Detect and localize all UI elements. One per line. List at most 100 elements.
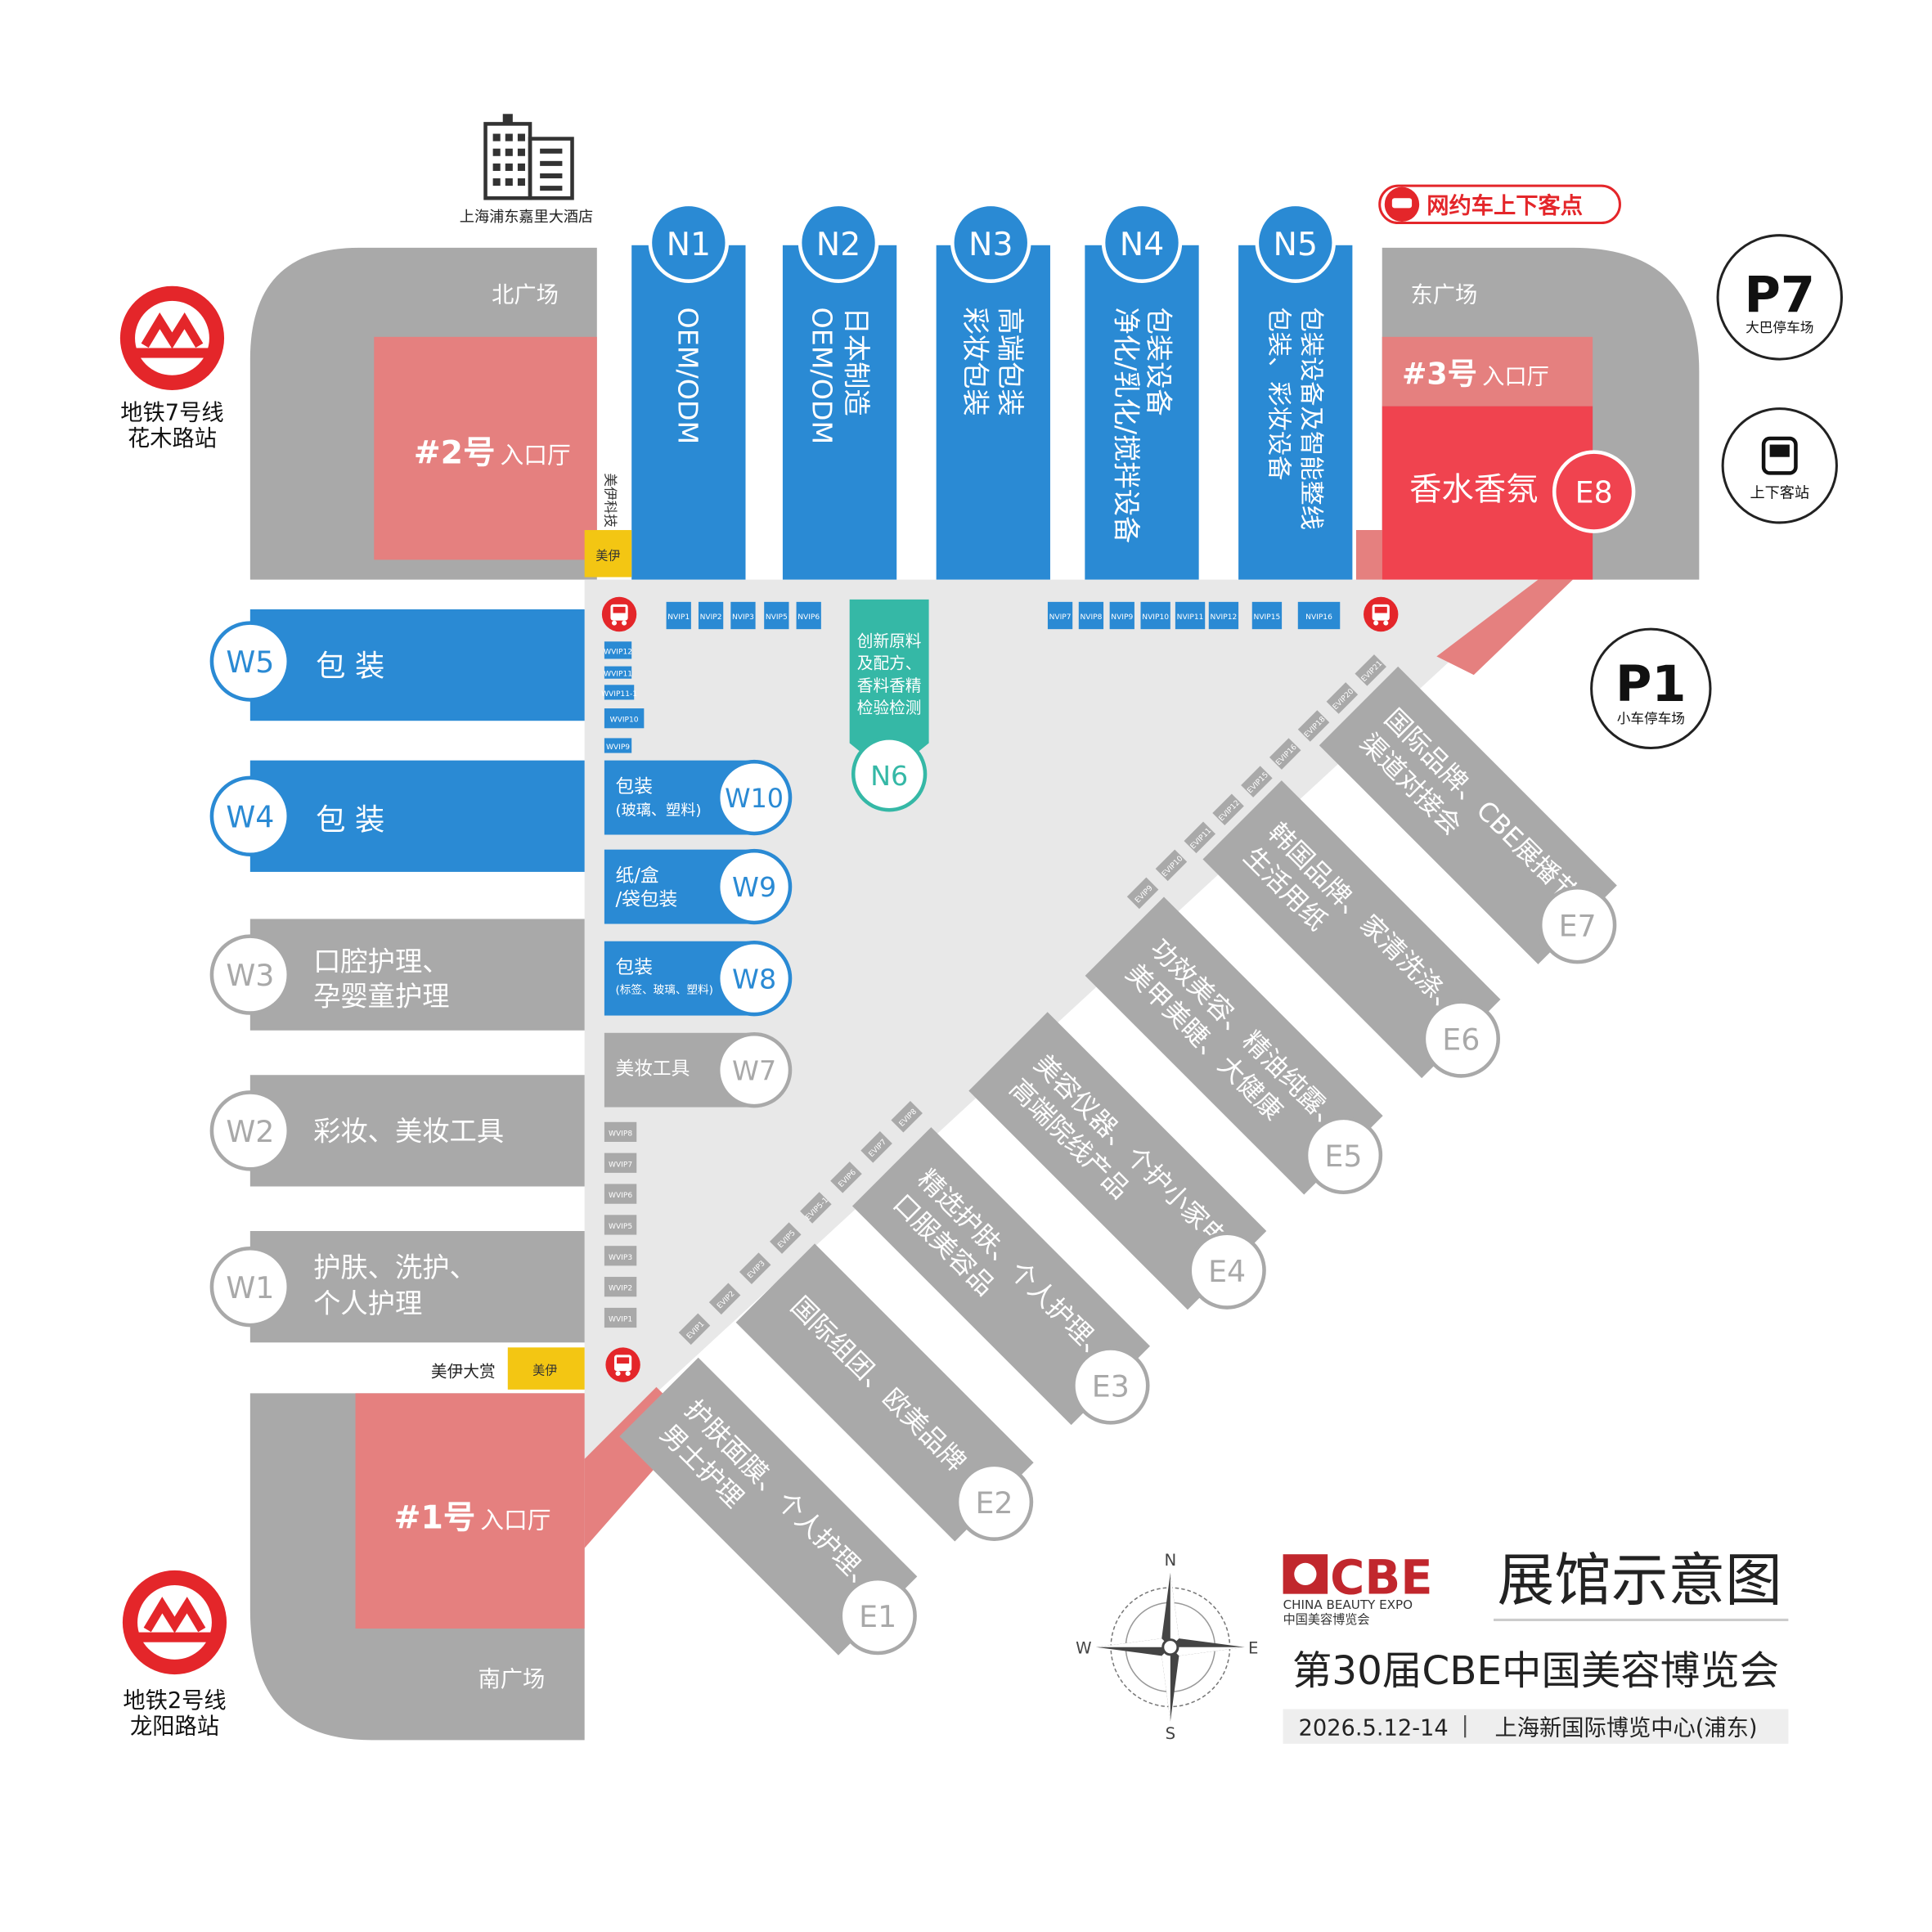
- metro-logo-icon: [122, 1570, 227, 1675]
- vip-room[interactable]: WVIP7: [604, 1152, 637, 1173]
- n4-badge: [1101, 202, 1183, 283]
- vip-room[interactable]: NVIP7: [1047, 601, 1073, 630]
- vip-room[interactable]: NVIP8: [1078, 601, 1104, 630]
- e8-badge: [1552, 450, 1636, 533]
- entrance-3: [1382, 336, 1593, 407]
- parking-p7[interactable]: P7 大巴停车场: [1716, 234, 1843, 361]
- vip-room[interactable]: NVIP2: [698, 601, 724, 630]
- w1-id: W1: [226, 1270, 274, 1305]
- metro7-station: 花木路站: [128, 426, 217, 452]
- hall-body: [1085, 896, 1383, 1195]
- hall-w1[interactable]: [249, 1231, 585, 1343]
- map-title: 展馆示意图: [1498, 1548, 1782, 1614]
- vip-room[interactable]: NVIP11: [1175, 601, 1206, 630]
- w3-badge: [209, 934, 291, 1015]
- parking-p1[interactable]: P1 小车停车场: [1590, 627, 1712, 750]
- vip-room[interactable]: NVIP3: [730, 601, 756, 630]
- hall-w2[interactable]: [249, 1075, 585, 1187]
- w9-sub: /袋包装: [616, 889, 678, 910]
- vip-label: WVIP5: [609, 1223, 632, 1231]
- w3-line2: 孕婴童护理: [313, 980, 449, 1012]
- vip-room[interactable]: WVIP11-1: [601, 685, 637, 700]
- hall-w5[interactable]: [249, 609, 585, 721]
- vip-room[interactable]: WVIP6: [604, 1184, 637, 1204]
- vip-room[interactable]: NVIP10: [1140, 601, 1170, 630]
- cbe-logo-text: CBE: [1330, 1551, 1432, 1606]
- hall-n1[interactable]: [631, 245, 746, 580]
- hall-w4[interactable]: [249, 760, 585, 872]
- vip-room[interactable]: NVIP12: [1208, 601, 1239, 630]
- n3-line2: 彩妆包装: [959, 307, 991, 416]
- vip-label: WVIP2: [609, 1285, 632, 1293]
- north-plaza-label: 北广场: [492, 282, 559, 308]
- entrance-1-num: #1号入口厅: [393, 1498, 550, 1536]
- vip-room[interactable]: NVIP16: [1297, 601, 1341, 630]
- vip-label: WVIP6: [609, 1192, 632, 1200]
- w2-name: 彩妆、美妆工具: [313, 1115, 504, 1147]
- vip-label: WVIP11-1: [601, 690, 637, 699]
- w1-line2: 个人护理: [313, 1287, 422, 1319]
- w7-id: W7: [732, 1054, 776, 1086]
- vip-room[interactable]: WVIP11: [604, 666, 632, 679]
- vip-room[interactable]: NVIP9: [1109, 601, 1134, 630]
- vip-room[interactable]: WVIP2: [604, 1277, 637, 1297]
- vip-room[interactable]: WVIP9: [604, 738, 632, 753]
- entrance-2: [374, 336, 597, 560]
- w9-badge: [716, 848, 793, 925]
- hall-n3[interactable]: [936, 245, 1050, 580]
- n6-badge: [851, 736, 928, 812]
- w4-name: 包 装: [316, 802, 384, 837]
- train-icon: [1761, 436, 1798, 475]
- vip-label: WVIP1: [609, 1316, 632, 1324]
- vip-room[interactable]: NVIP6: [796, 601, 821, 630]
- e2-badge: [955, 1462, 1034, 1541]
- n5-line2: 包装、彩妆设备: [1264, 307, 1292, 480]
- vip-room[interactable]: NVIP5: [764, 601, 789, 630]
- vip-room[interactable]: WVIP8: [604, 1121, 637, 1143]
- p1-label: 小车停车场: [1617, 711, 1685, 726]
- inner-halls: W10 W9 W8 W7 包装 (玻璃、塑料) 纸/盒 /袋包装 包装 (标签、…: [604, 759, 793, 1108]
- vip-room[interactable]: NVIP15: [1251, 601, 1283, 630]
- hall-n6[interactable]: N6 创新原料 及配方、 香料香精 检验检测: [849, 599, 929, 812]
- e8-id: E8: [1575, 475, 1613, 510]
- bus-stop-icon[interactable]: [605, 1347, 640, 1382]
- vip-room[interactable]: WVIP12: [604, 641, 632, 659]
- bus-station-label: 上下客站: [1750, 485, 1809, 502]
- hall-body: [851, 1127, 1150, 1426]
- vip-label: NVIP6: [798, 613, 820, 622]
- vip-room[interactable]: WVIP1: [604, 1307, 637, 1328]
- vip-room[interactable]: WVIP10: [604, 708, 645, 729]
- w10-badge: [716, 759, 793, 836]
- metro2-station: 龙阳路站: [130, 1714, 219, 1740]
- hall-body: [1202, 780, 1501, 1079]
- compass-icon: [1095, 1572, 1245, 1722]
- vip-label: NVIP1: [667, 613, 690, 622]
- vip-label: WVIP8: [609, 1130, 632, 1138]
- hall-n5[interactable]: [1238, 245, 1353, 580]
- e7-id: E7: [1559, 908, 1597, 943]
- rideshare-label: 网约车上下客点: [1427, 192, 1583, 218]
- bus-stop-icon[interactable]: [601, 596, 637, 632]
- hall-n4[interactable]: [1085, 245, 1199, 580]
- vip-label: NVIP16: [1305, 613, 1332, 622]
- n1-badge: [648, 202, 730, 283]
- hall-n2[interactable]: [782, 245, 897, 580]
- w8-sub: (标签、玻璃、塑料): [616, 982, 714, 996]
- event-dates: 2026.5.12-14: [1299, 1715, 1449, 1741]
- hall-body: [735, 1243, 1034, 1542]
- vip-room[interactable]: WVIP3: [604, 1246, 637, 1266]
- vip-label: WVIP7: [609, 1161, 632, 1169]
- rideshare-pickup[interactable]: 网约车上下客点: [1378, 184, 1621, 225]
- vip-room[interactable]: EVIP6: [830, 1161, 862, 1193]
- vip-room[interactable]: NVIP1: [666, 601, 691, 630]
- e5-id: E5: [1324, 1139, 1362, 1174]
- bus-stop-icon[interactable]: [1364, 596, 1399, 632]
- vip-label: WVIP10: [610, 717, 639, 725]
- hall-w3[interactable]: [249, 919, 585, 1031]
- bus-station[interactable]: 上下客站: [1721, 407, 1838, 524]
- vip-room[interactable]: EVIP9: [1126, 877, 1159, 910]
- vip-room[interactable]: EVIP10: [1155, 849, 1188, 882]
- vip-room[interactable]: WVIP5: [604, 1215, 637, 1235]
- compass-e: E: [1248, 1638, 1258, 1657]
- w10-name: 包装: [616, 776, 653, 798]
